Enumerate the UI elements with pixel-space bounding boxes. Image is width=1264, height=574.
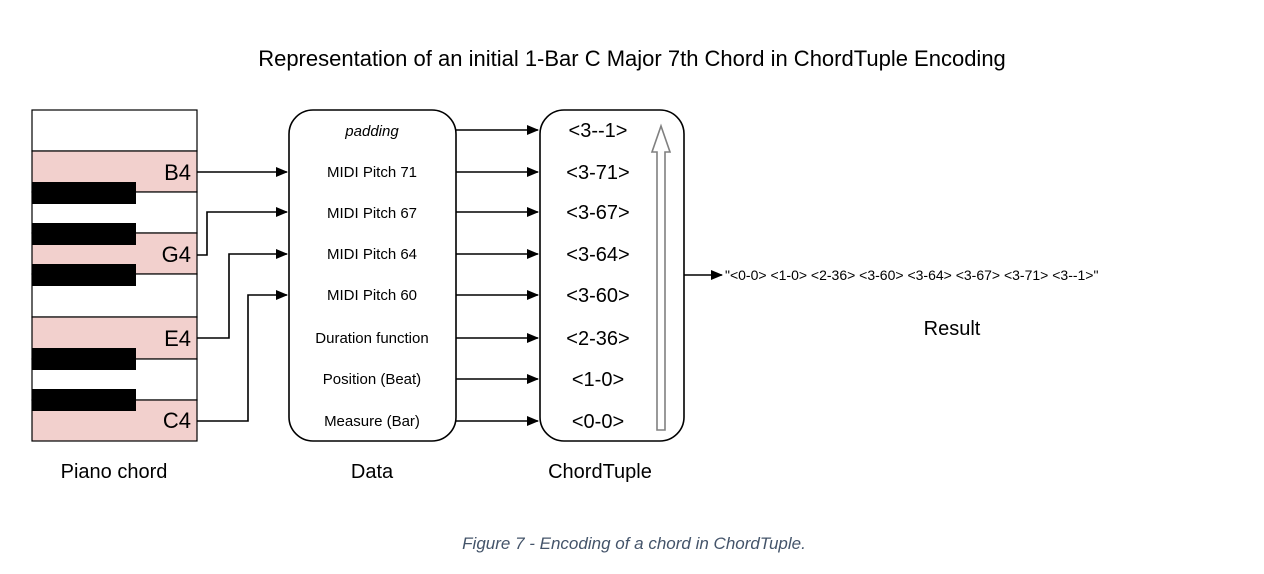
tuple-row-1: <3-71>	[566, 162, 629, 184]
result-string: "<0-0> <1-0> <2-36> <3-60> <3-64> <3-67>…	[725, 267, 1098, 283]
data-row-midi-60: MIDI Pitch 60	[327, 287, 417, 304]
data-to-tuple-arrows	[456, 125, 539, 426]
data-row-duration: Duration function	[315, 330, 428, 347]
tuple-row-0: <3--1>	[569, 120, 628, 142]
tuple-row-7: <0-0>	[572, 411, 624, 433]
tuple-row-3: <3-64>	[566, 244, 629, 266]
data-row-midi-67: MIDI Pitch 67	[327, 205, 417, 222]
black-key-a-sharp	[32, 182, 136, 204]
data-row-midi-71: MIDI Pitch 71	[327, 164, 417, 181]
connector-e4	[197, 249, 288, 339]
piano-keyboard: B4 G4 E4 C4	[31, 109, 198, 442]
piano-connectors	[197, 167, 288, 422]
tuple-row-4: <3-60>	[566, 285, 629, 307]
figure-caption: Figure 7 - Encoding of a chord in ChordT…	[462, 534, 806, 553]
connector-g4	[197, 207, 288, 256]
black-key-d-sharp	[32, 348, 136, 370]
data-label: Data	[351, 461, 394, 483]
connector-c4	[197, 290, 288, 422]
key-label-c4: C4	[163, 408, 191, 433]
key-label-e4: E4	[164, 326, 191, 351]
white-key-top	[31, 109, 198, 152]
result-label: Result	[924, 318, 981, 340]
data-row-midi-64: MIDI Pitch 64	[327, 246, 417, 263]
tuple-row-2: <3-67>	[566, 202, 629, 224]
data-row-measure: Measure (Bar)	[324, 413, 420, 430]
black-key-g-sharp	[32, 223, 136, 245]
black-key-c-sharp	[32, 389, 136, 411]
piano-chord-label: Piano chord	[61, 461, 168, 483]
data-box	[288, 109, 457, 442]
chordtuple-label: ChordTuple	[548, 461, 652, 483]
diagram-title: Representation of an initial 1-Bar C Maj…	[258, 46, 1006, 71]
tuple-row-6: <1-0>	[572, 369, 624, 391]
black-key-f-sharp	[32, 264, 136, 286]
data-row-position: Position (Beat)	[323, 371, 421, 388]
up-arrow-icon	[650, 123, 672, 431]
key-label-b4: B4	[164, 160, 191, 185]
key-label-g4: G4	[162, 242, 191, 267]
tuple-row-5: <2-36>	[566, 328, 629, 350]
data-row-padding: padding	[344, 123, 399, 140]
